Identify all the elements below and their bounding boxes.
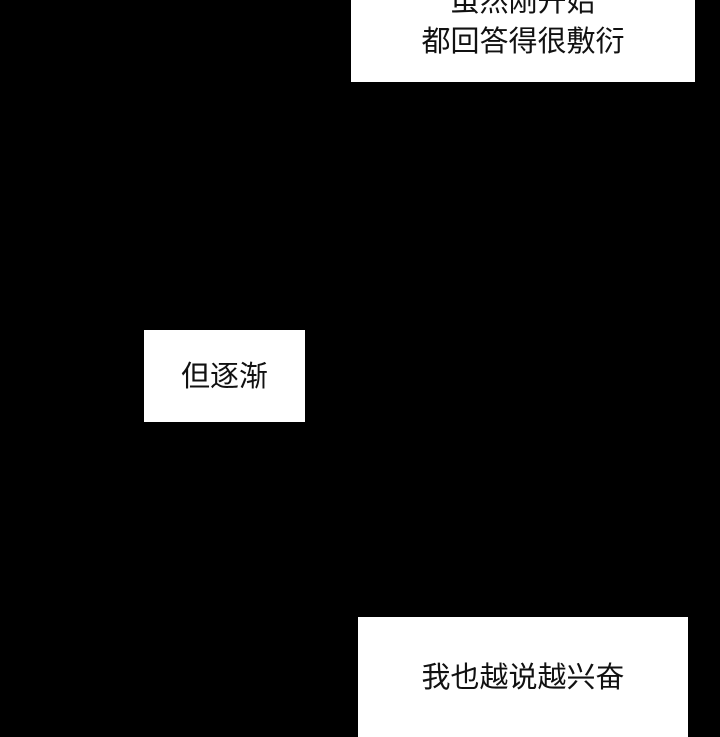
- caption-line: 虽然刚开始: [450, 0, 596, 18]
- caption-line: 但逐渐: [180, 359, 268, 393]
- caption-line: 都回答得很敷衍: [421, 24, 625, 58]
- caption-box-top: 虽然刚开始 都回答得很敷衍: [351, 0, 695, 82]
- caption-line: 我也越说越兴奋: [421, 660, 625, 694]
- caption-box-bottom: 我也越说越兴奋: [358, 617, 688, 737]
- caption-box-middle: 但逐渐: [144, 330, 305, 422]
